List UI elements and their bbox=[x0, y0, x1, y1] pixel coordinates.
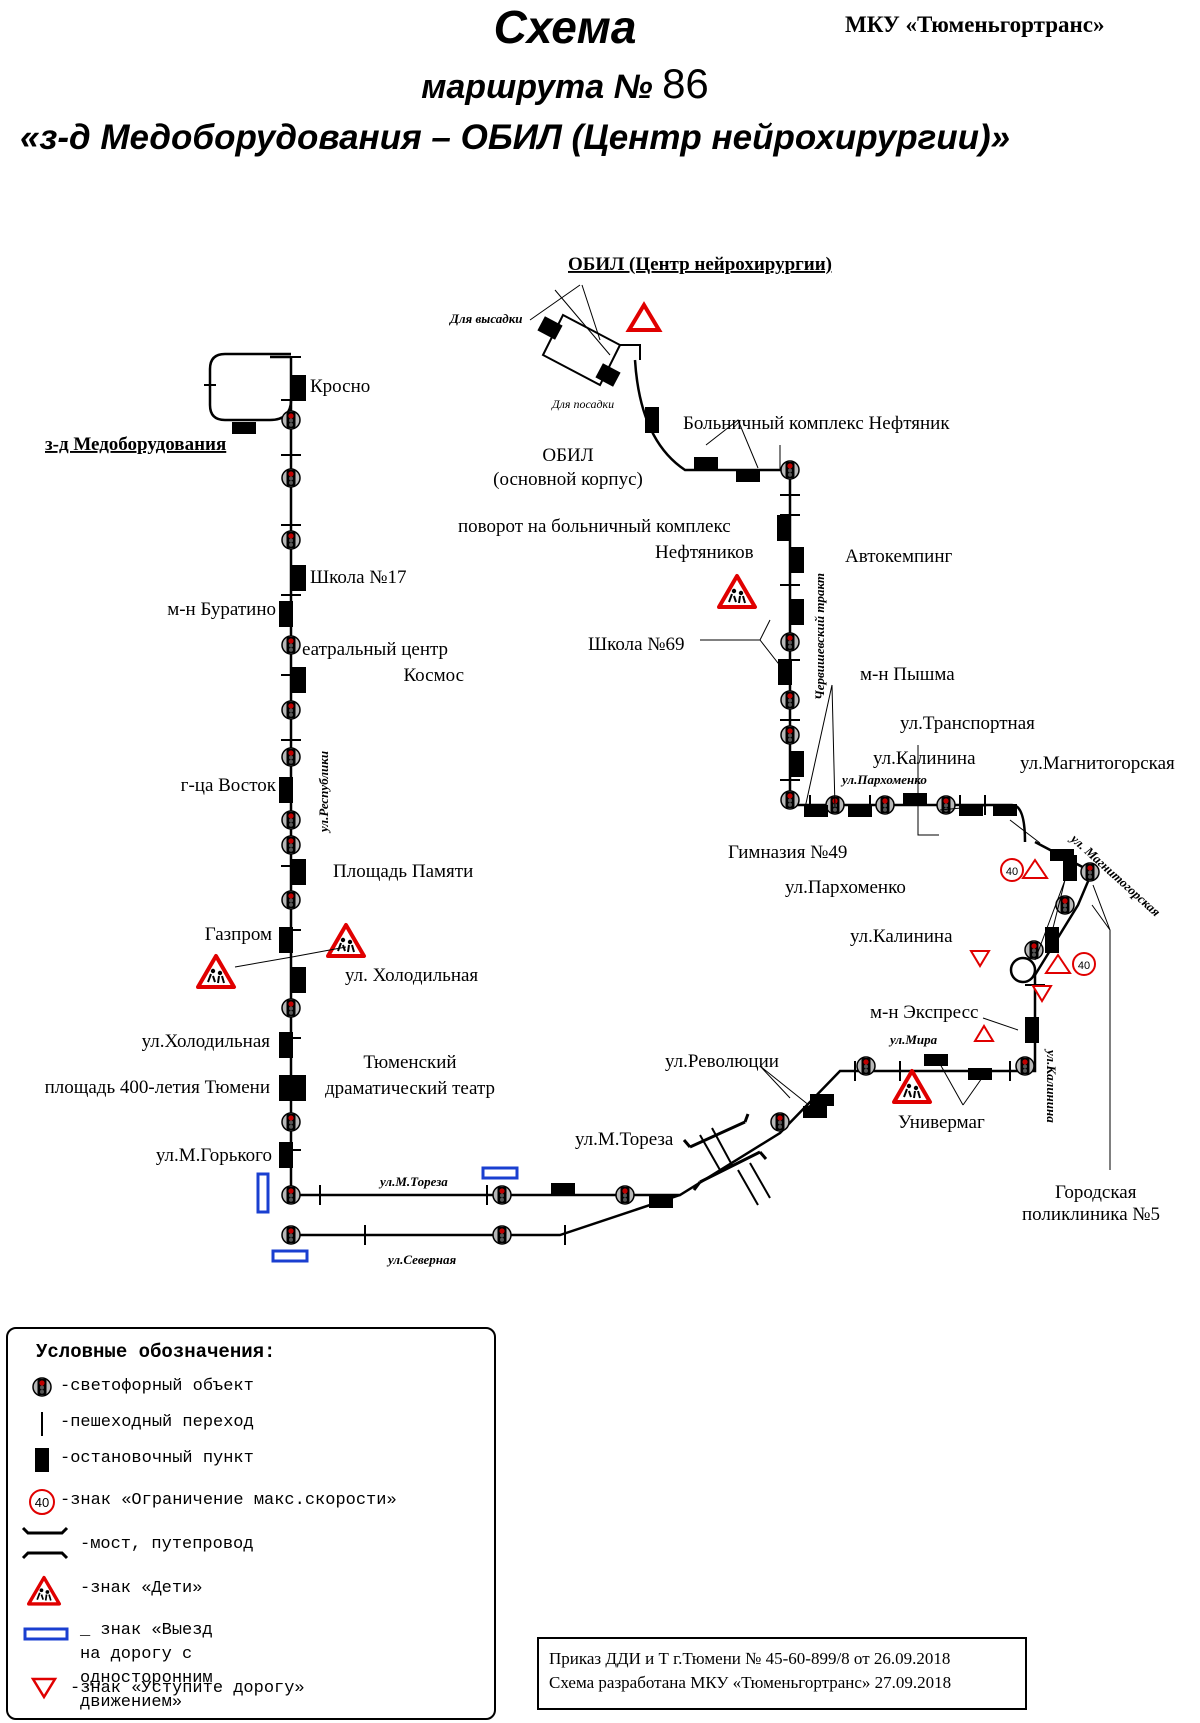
page-title: Схема bbox=[493, 1, 637, 53]
crosswalk-icon bbox=[41, 1412, 43, 1436]
stop-label: ул.Калинина bbox=[850, 926, 953, 947]
stop-label: драматический театр bbox=[325, 1078, 495, 1099]
scheme-line: Схема разработана МКУ «Тюменьгортранс» 2… bbox=[549, 1673, 952, 1692]
stop-label: Гимназия №49 bbox=[728, 842, 847, 863]
stop-label: поликлиника №5 bbox=[1022, 1204, 1160, 1225]
speed-limit-value: 40 bbox=[1078, 960, 1090, 972]
stop-label: Площадь Памяти bbox=[333, 861, 473, 882]
route-map: 40 40 ОБИЛ (Центр нейрохирургии) Для выс… bbox=[45, 254, 1175, 1267]
svg-text:40: 40 bbox=[35, 1495, 49, 1510]
stop-label: ул.Пархоменко bbox=[785, 877, 906, 898]
route-subtitle: маршрута № 86 bbox=[0, 60, 1130, 108]
route-line bbox=[208, 352, 1094, 1237]
legend-text: _ знак «Выезд на дорогу с односторонним … bbox=[80, 1621, 213, 1712]
stop-label: ул.Холодильная bbox=[142, 1031, 271, 1052]
stop-label: Школа №17 bbox=[310, 567, 406, 588]
order-box: Приказ ДДИ и Т г.Тюмени № 45-60-899/8 от… bbox=[537, 1637, 1027, 1710]
legend: Условные обозначения: -светофорный объек… bbox=[6, 1327, 496, 1720]
stop-label: Больничный комплекс Нефтяник bbox=[683, 413, 950, 434]
stop-label: м-н Буратино bbox=[167, 599, 276, 620]
yield-sign-icon bbox=[30, 1677, 58, 1700]
bridge-icon bbox=[21, 1526, 69, 1560]
speed-limit-icon: 40 bbox=[29, 1489, 55, 1515]
stop-label: ул.М.Тореза bbox=[575, 1129, 674, 1150]
stop-label: ул.Революции bbox=[665, 1051, 779, 1072]
terminal-building bbox=[529, 284, 641, 387]
legend-text: -мост, путепровод bbox=[80, 1535, 254, 1554]
terminal-west-label: з-д Медоборудования bbox=[45, 434, 226, 455]
small-children-signs bbox=[1021, 858, 1072, 974]
stop-label: ул.Магнитогорская bbox=[1020, 753, 1175, 774]
stop-label: Тюменский bbox=[363, 1052, 456, 1073]
stop-label: Космос bbox=[403, 665, 464, 686]
stop-label: ул.Транспортная bbox=[900, 713, 1035, 734]
stop-label: м-н Экспресс bbox=[870, 1002, 978, 1023]
legend-text: -знак «Ограничение макс.скорости» bbox=[60, 1491, 397, 1510]
roundabout bbox=[1009, 956, 1037, 984]
legend-title: Условные обозначения: bbox=[36, 1341, 276, 1363]
legend-text: -знак «Дети» bbox=[80, 1579, 203, 1598]
street-label: ул.Республики bbox=[316, 751, 331, 834]
one-way-exit-icon bbox=[23, 1627, 69, 1641]
street-label: ул.Северная bbox=[386, 1252, 457, 1267]
stop-label: еатральный центр bbox=[302, 639, 448, 660]
stop-label: ул.М.Горького bbox=[156, 1145, 272, 1166]
crosswalks bbox=[204, 356, 1045, 1245]
stop-label: площадь 400-летия Тюмени bbox=[45, 1077, 270, 1098]
speed-limit-signs: 40 40 bbox=[1000, 858, 1096, 976]
stop-label: Автокемпинг bbox=[845, 546, 952, 567]
yield-signs bbox=[625, 301, 1052, 1042]
street-label: Червишевский тракт bbox=[812, 573, 827, 700]
legend-text: -знак «Уступите дорогу» bbox=[70, 1679, 305, 1698]
organization-name: МКУ «Тюменьгортранс» bbox=[845, 12, 1105, 37]
stop-label: (основной корпус) bbox=[493, 469, 643, 490]
route-prefix: маршрута № bbox=[421, 68, 653, 106]
order-line: Приказ ДДИ и Т г.Тюмени № 45-60-899/8 от… bbox=[549, 1649, 951, 1668]
stop-label: Газпром bbox=[205, 924, 272, 945]
street-label: ул.Пархоменко bbox=[840, 772, 927, 787]
stop-label: Городская bbox=[1055, 1182, 1137, 1203]
pick-up-label: Для посадки bbox=[551, 397, 614, 411]
stop-label: Универмаг bbox=[898, 1112, 985, 1133]
route-name: «з-д Медоборудования – ОБИЛ (Центр нейро… bbox=[20, 118, 1011, 157]
speed-limit-value: 40 bbox=[1006, 866, 1018, 878]
stop-label: Нефтяников bbox=[655, 542, 754, 563]
street-label: ул.М.Тореза bbox=[378, 1174, 448, 1189]
stop-label: поворот на больничный комплекс bbox=[458, 516, 731, 537]
stop-label: м-н Пышма bbox=[860, 664, 955, 685]
legend-text: -остановочный пункт bbox=[60, 1449, 254, 1468]
route-number: 86 bbox=[662, 60, 709, 107]
traffic-light-icon bbox=[32, 1377, 52, 1397]
street-label: ул.Мира bbox=[888, 1032, 938, 1047]
children-sign-icon bbox=[27, 1575, 61, 1606]
street-label: ул.Калинина bbox=[1044, 1048, 1059, 1123]
drop-off-label: Для высадки bbox=[449, 311, 523, 326]
stop-label: ул.Калинина bbox=[873, 748, 976, 769]
stop-label: Кросно bbox=[310, 376, 370, 397]
bus-stop-icon bbox=[35, 1448, 49, 1472]
bridge-icon bbox=[682, 1113, 771, 1206]
stop-label: Школа №69 bbox=[588, 634, 684, 655]
stop-marker bbox=[232, 422, 256, 434]
terminal-north-label: ОБИЛ (Центр нейрохирургии) bbox=[568, 254, 832, 275]
legend-text: -светофорный объект bbox=[60, 1377, 254, 1396]
stop-label: г-ца Восток bbox=[181, 775, 277, 796]
one-way-exit-signs bbox=[256, 1166, 519, 1263]
leader-lines bbox=[234, 419, 1111, 1170]
legend-text: -пешеходный переход bbox=[60, 1413, 254, 1432]
map-labels: ОБИЛ (Центр нейрохирургии) Для высадки Д… bbox=[45, 254, 1175, 1225]
stop-label: ОБИЛ bbox=[542, 445, 593, 466]
stop-label: ул. Холодильная bbox=[345, 965, 478, 986]
